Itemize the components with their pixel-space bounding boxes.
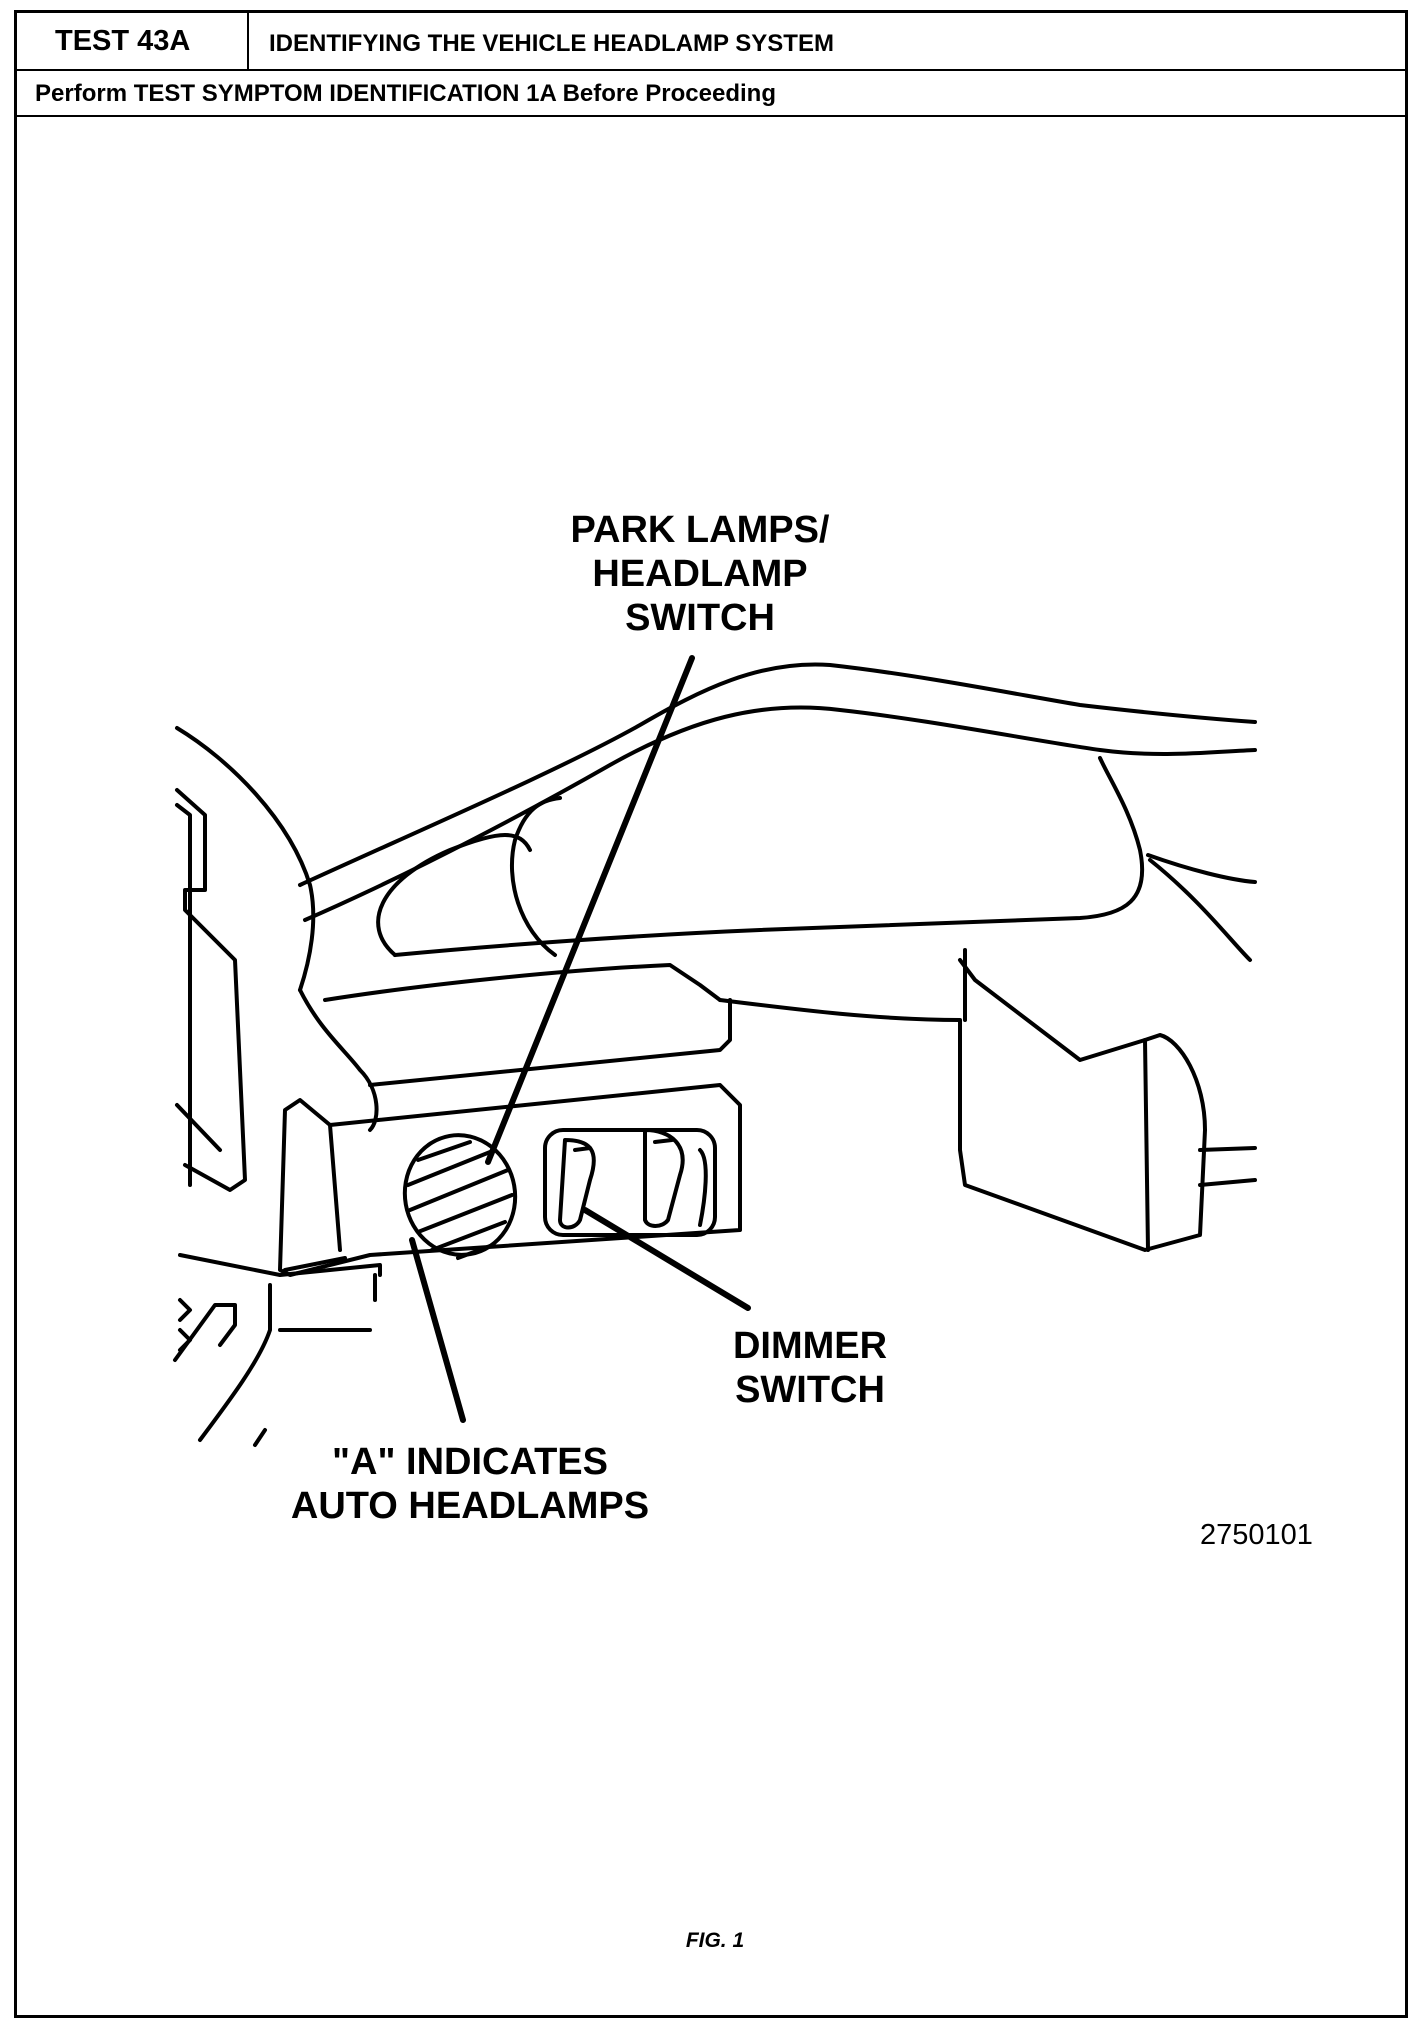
test-title: IDENTIFYING THE VEHICLE HEADLAMP SYSTEM	[269, 30, 834, 57]
dimmer-wheels	[543, 1128, 717, 1237]
page-frame: TEST 43A IDENTIFYING THE VEHICLE HEADLAM…	[14, 10, 1408, 2018]
header-row: TEST 43A IDENTIFYING THE VEHICLE HEADLAM…	[17, 13, 1405, 71]
figure-code: 2750101	[1200, 1519, 1313, 1551]
dash-shelf	[298, 948, 1257, 1252]
park-lamps-line3: SWITCH	[625, 597, 775, 639]
left-pillar	[175, 726, 316, 1192]
park-lamps-line2: HEADLAMP	[592, 553, 808, 595]
leader-dimmer	[582, 1207, 751, 1311]
figure-caption: FIG. 1	[685, 1929, 745, 1952]
park-lamps-line1: PARK LAMPS/	[570, 509, 830, 551]
test-id: TEST 43A	[17, 13, 249, 69]
headlamp-knob	[402, 1133, 518, 1260]
leader-park	[485, 655, 695, 1165]
auto-line2: AUTO HEADLAMPS	[290, 1485, 650, 1527]
auto-line1: "A" INDICATES	[331, 1441, 608, 1483]
park-lamps-callout: PARK LAMPS/ HEADLAMP SWITCH	[500, 508, 900, 640]
switch-bezel	[173, 1083, 742, 1447]
dimmer-line2: SWITCH	[735, 1369, 885, 1411]
instruction-row: Perform TEST SYMPTOM IDENTIFICATION 1A B…	[17, 71, 1405, 117]
cluster-hood	[298, 662, 1257, 962]
auto-headlamps-callout: "A" INDICATES AUTO HEADLAMPS	[250, 1440, 690, 1528]
dimmer-callout: DIMMER SWITCH	[680, 1324, 940, 1412]
dimmer-line1: DIMMER	[732, 1325, 888, 1367]
leader-lines	[409, 655, 751, 1423]
leader-auto	[409, 1237, 466, 1423]
